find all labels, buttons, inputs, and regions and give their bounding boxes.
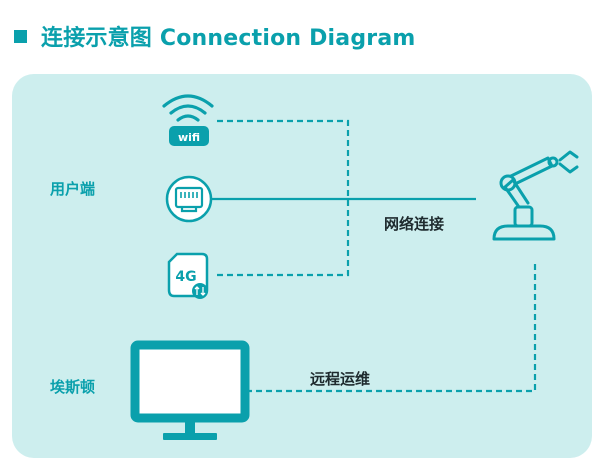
network-connection-label: 网络连接 bbox=[384, 215, 445, 233]
user-side-label: 用户端 bbox=[50, 180, 96, 198]
remote-dashed-line bbox=[246, 262, 537, 393]
cellular-4g-text: 4G bbox=[175, 269, 196, 285]
wifi-dashed-line bbox=[215, 119, 350, 277]
robot-arm-icon bbox=[492, 150, 579, 241]
page-title: 连接示意图 Connection Diagram bbox=[41, 26, 416, 51]
diagram-panel bbox=[12, 74, 592, 458]
connection-lines bbox=[212, 119, 537, 393]
wifi-label-text: wifi bbox=[178, 131, 200, 144]
ethernet-port-icon bbox=[165, 175, 213, 223]
eston-side-label: 埃斯顿 bbox=[50, 378, 96, 396]
remote-ops-label: 远程运维 bbox=[310, 370, 371, 388]
title-square-bullet bbox=[14, 29, 27, 43]
wifi-router-icon: wifi bbox=[162, 94, 214, 146]
cellular-4g-icon: 4G bbox=[167, 252, 209, 299]
monitor-icon bbox=[130, 340, 250, 440]
page-title-row: 连接示意图 Connection Diagram bbox=[14, 20, 416, 52]
